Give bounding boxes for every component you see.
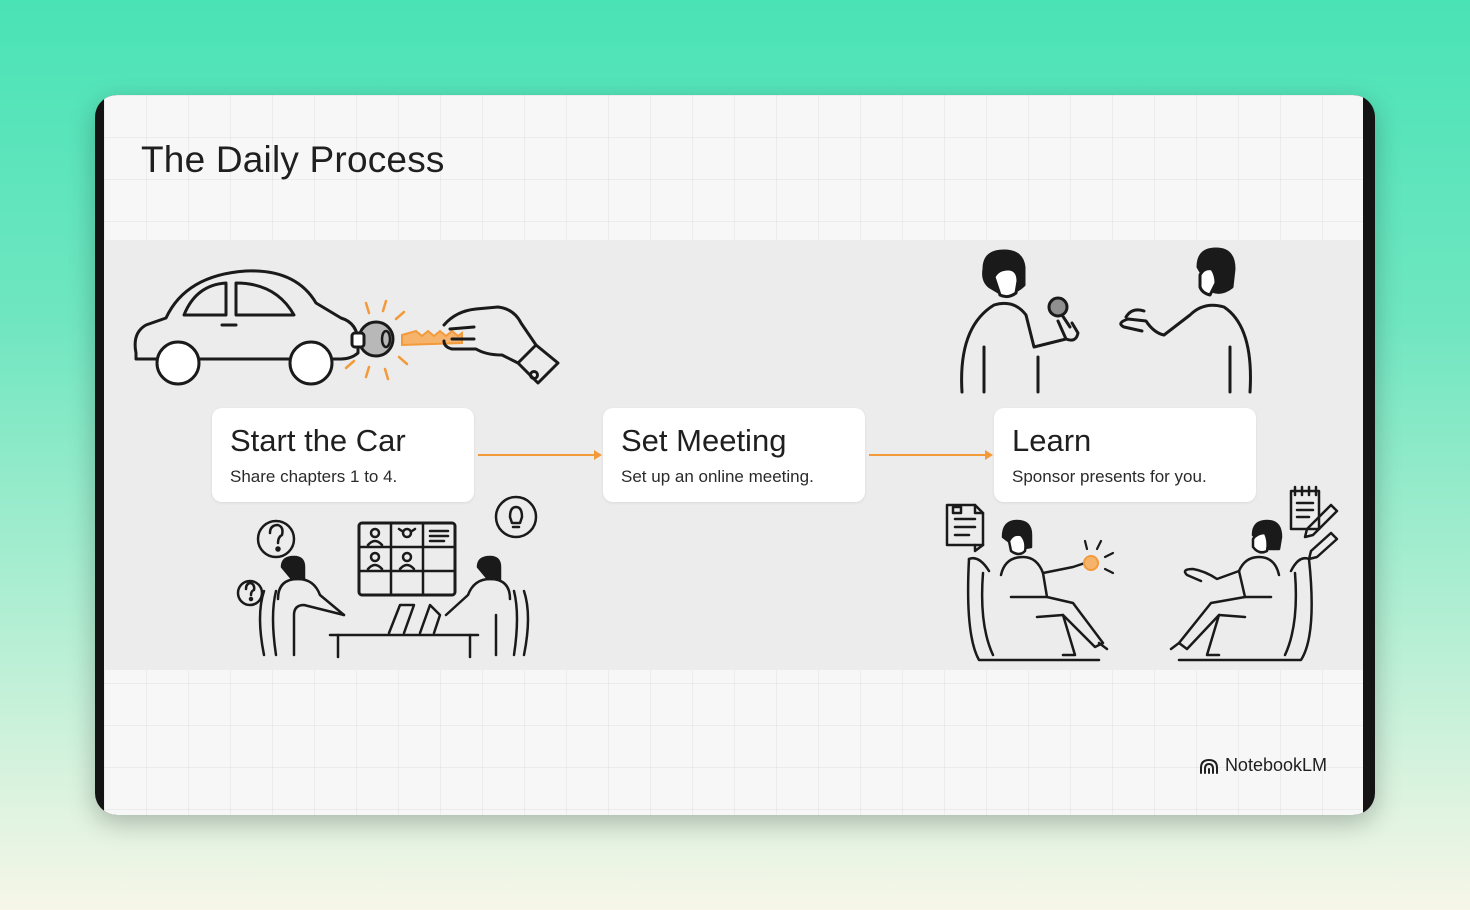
app-window: The Daily Process bbox=[95, 95, 1375, 815]
step-title: Start the Car bbox=[230, 423, 406, 458]
step-description: Sponsor presents for you. bbox=[1012, 467, 1207, 486]
step-card-set-meeting: Set Meeting Set up an online meeting. bbox=[603, 408, 865, 502]
car-with-key-icon bbox=[133, 269, 560, 386]
step-title: Learn bbox=[1012, 423, 1092, 458]
step-title: Set Meeting bbox=[621, 423, 787, 458]
step-description: Share chapters 1 to 4. bbox=[230, 467, 398, 486]
brand-name: NotebookLM bbox=[1224, 755, 1327, 775]
interview-icon bbox=[960, 247, 1252, 394]
slide: The Daily Process bbox=[104, 95, 1363, 815]
arrow-connector-1 bbox=[478, 450, 602, 460]
step-description: Set up an online meeting. bbox=[621, 467, 814, 486]
brand-badge: NotebookLM bbox=[1199, 755, 1327, 776]
armchair-discussion-icon bbox=[945, 485, 1339, 662]
notebooklm-logo-icon bbox=[1199, 758, 1218, 774]
step-card-start-the-car: Start the Car Share chapters 1 to 4. bbox=[212, 408, 474, 502]
slide-title: The Daily Process bbox=[141, 139, 445, 180]
step-card-learn: Learn Sponsor presents for you. bbox=[994, 408, 1256, 502]
online-meeting-icon bbox=[236, 495, 538, 659]
arrow-connector-2 bbox=[869, 450, 993, 460]
